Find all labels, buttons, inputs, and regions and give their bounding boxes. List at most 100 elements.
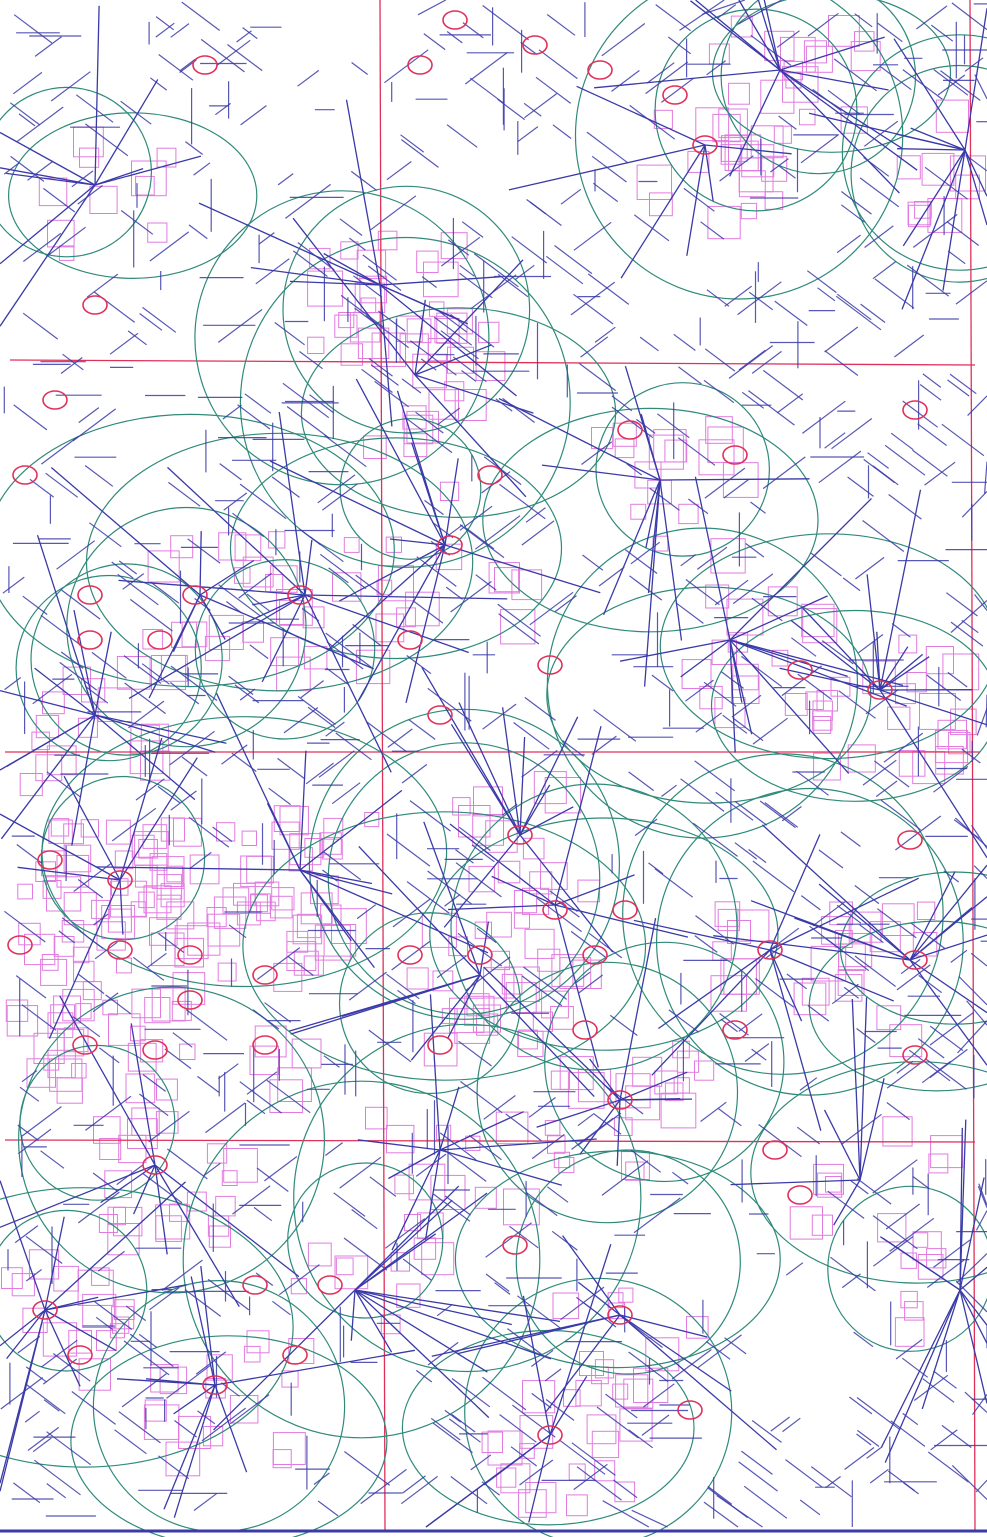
tile-cell: [613, 423, 636, 446]
tile-cell: [179, 1416, 211, 1448]
route-segment: [424, 34, 445, 50]
route-segment: [43, 188, 74, 212]
tile-cell: [242, 831, 256, 845]
route-segment: [119, 561, 137, 574]
tile-cell: [592, 1431, 618, 1457]
route-segment: [561, 189, 581, 204]
route-segment: [854, 1332, 873, 1347]
coverage-ellipse: [42, 717, 447, 987]
route-segment: [752, 351, 781, 373]
route-segment: [340, 219, 362, 236]
tile-cell: [839, 934, 872, 967]
route-segment: [660, 479, 810, 480]
route-segment: [300, 352, 323, 369]
node-marker: [523, 36, 547, 54]
route-segment: [731, 1180, 860, 1185]
route-segment: [233, 1186, 271, 1214]
route-segment: [695, 761, 735, 791]
route-segment: [530, 202, 561, 226]
tile-cell: [615, 439, 634, 458]
tile-cell: [907, 673, 926, 692]
tile-cell: [677, 1051, 698, 1072]
route-segment: [873, 1237, 913, 1267]
node-marker: [763, 1141, 787, 1159]
route-segment: [958, 1021, 987, 1053]
coverage-circle: [623, 754, 943, 1074]
route-segment: [93, 993, 118, 1012]
route-segment: [17, 107, 63, 142]
route-segment: [808, 13, 838, 36]
tile-cell: [568, 1073, 604, 1109]
tile-cell: [64, 845, 91, 872]
route-segment: [681, 779, 725, 812]
tile-cell: [497, 1468, 516, 1487]
route-segment: [704, 380, 734, 402]
route-segment: [158, 786, 180, 803]
coverage-circle: [294, 1024, 641, 1371]
route-segment: [13, 1483, 40, 1503]
tile-cell: [708, 427, 743, 462]
tile-cell: [90, 186, 117, 213]
route-segment: [415, 345, 492, 375]
tile-cell: [161, 818, 184, 841]
route-segment: [649, 863, 664, 874]
tile-cell: [725, 135, 761, 171]
route-segment: [858, 635, 883, 653]
route-segment: [484, 1454, 526, 1486]
tile-cell: [322, 839, 342, 859]
coverage-circle: [93, 1281, 344, 1532]
tile-cell: [518, 1031, 543, 1056]
route-segment: [221, 1383, 239, 1397]
route-segment: [43, 1359, 76, 1384]
route-segment: [499, 614, 539, 644]
route-segment: [860, 997, 867, 1180]
route-segment: [185, 142, 202, 155]
tile-cell: [613, 1384, 628, 1399]
route-segment: [779, 116, 797, 129]
route-segment: [198, 1076, 219, 1092]
route-segment: [95, 79, 158, 185]
route-segment: [863, 521, 904, 552]
tile-cell: [553, 1293, 579, 1319]
tile-cell: [765, 192, 783, 210]
route-segment: [752, 1421, 781, 1443]
route-segment: [948, 672, 967, 687]
route-segment: [848, 477, 874, 496]
tile-cell: [397, 316, 422, 341]
tile-cell: [180, 1044, 195, 1059]
route-segment: [218, 310, 262, 343]
route-segment: [445, 545, 600, 593]
route-segment: [822, 641, 853, 664]
node-marker: [253, 1036, 277, 1054]
tile-cell: [552, 955, 584, 987]
route-segment: [465, 52, 507, 84]
route-segment: [741, 1451, 772, 1474]
route-segment: [753, 861, 794, 892]
tile-cell: [901, 1291, 917, 1307]
route-segment: [819, 451, 861, 483]
route-segment: [529, 1098, 555, 1118]
route-segment: [891, 433, 913, 450]
route-segment: [206, 1103, 246, 1133]
route-segment: [724, 479, 749, 498]
route-segment: [165, 1049, 191, 1069]
route-segment: [142, 664, 169, 685]
route-segment: [597, 1407, 638, 1438]
route-segment: [658, 950, 770, 1029]
route-segment: [661, 78, 693, 102]
route-segment: [705, 349, 735, 371]
route-segment: [461, 1082, 503, 1113]
route-segment: [484, 457, 521, 485]
route-segment: [44, 1400, 59, 1411]
route-segment: [344, 1238, 387, 1270]
route-segment: [23, 313, 58, 339]
tile-cell: [108, 1207, 126, 1225]
tile-cell: [143, 825, 167, 849]
route-segment: [130, 599, 172, 631]
route-segment: [200, 531, 201, 595]
route-segment: [0, 185, 95, 264]
route-segment: [894, 335, 923, 357]
tile-cell: [802, 978, 829, 1005]
route-segment: [95, 156, 201, 185]
route-segment: [125, 683, 166, 714]
